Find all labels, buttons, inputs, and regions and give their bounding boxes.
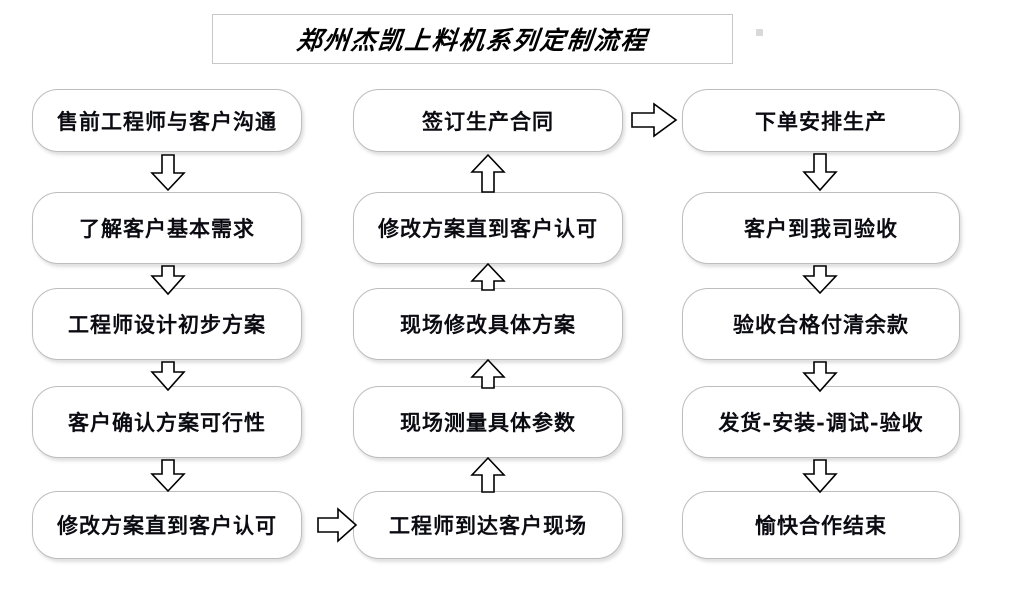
arrow-down-block-icon	[798, 265, 842, 295]
arrow-right-block-icon	[317, 507, 358, 543]
arrow-down-block-icon	[146, 154, 190, 192]
arrow-down-block-icon	[798, 153, 842, 192]
node-col3-step1[interactable]: 下单安排生产	[682, 89, 960, 152]
node-col2-step3[interactable]: 现场修改具体方案	[353, 288, 623, 360]
arrow-right-block-icon	[631, 102, 678, 138]
node-label: 客户确认方案可行性	[68, 410, 266, 435]
node-label: 现场修改具体方案	[400, 312, 576, 337]
node-label: 签订生产合同	[422, 108, 554, 134]
arrow-up-block-icon	[466, 153, 510, 193]
arrow-down-block-icon	[798, 459, 842, 494]
node-label: 工程师设计初步方案	[68, 312, 266, 337]
node-label: 现场测量具体参数	[400, 410, 576, 435]
node-col1-step4[interactable]: 客户确认方案可行性	[32, 386, 302, 458]
node-col1-step5[interactable]: 修改方案直到客户认可	[32, 491, 302, 559]
arrow-up-block-icon	[466, 358, 510, 389]
node-col1-step1[interactable]: 售前工程师与客户沟通	[32, 89, 302, 152]
node-label: 验收合格付清余款	[733, 312, 909, 337]
node-col2-step1[interactable]: 签订生产合同	[353, 89, 623, 152]
arrow-down-block-icon	[798, 361, 842, 393]
node-label: 修改方案直到客户认可	[378, 216, 598, 241]
title-artifact-mark	[756, 29, 763, 36]
node-col2-step2[interactable]: 修改方案直到客户认可	[353, 192, 623, 264]
chart-title-text: 郑州杰凯上料机系列定制流程	[295, 26, 650, 55]
node-label: 客户到我司验收	[744, 216, 898, 241]
arrow-up-block-icon	[466, 262, 510, 291]
node-col1-step2[interactable]: 了解客户基本需求	[32, 192, 302, 264]
arrow-down-block-icon	[146, 361, 190, 398]
node-col2-step5[interactable]: 工程师到达客户现场	[353, 491, 623, 559]
node-label: 下单安排生产	[755, 108, 887, 134]
arrow-up-block-icon	[466, 456, 510, 493]
node-col3-step5[interactable]: 愉快合作结束	[682, 491, 960, 559]
chart-title-box: 郑州杰凯上料机系列定制流程	[212, 14, 733, 64]
node-col3-step4[interactable]: 发货-安装-调试-验收	[682, 386, 960, 458]
node-col1-step3[interactable]: 工程师设计初步方案	[32, 288, 302, 360]
node-label: 了解客户基本需求	[79, 216, 255, 241]
node-label: 售前工程师与客户沟通	[57, 108, 277, 134]
node-label: 修改方案直到客户认可	[57, 513, 277, 538]
node-label: 愉快合作结束	[755, 513, 887, 538]
node-col2-step4[interactable]: 现场测量具体参数	[353, 386, 623, 458]
arrow-down-block-icon	[146, 265, 190, 302]
node-label: 发货-安装-调试-验收	[718, 410, 924, 435]
node-col3-step2[interactable]: 客户到我司验收	[682, 192, 960, 264]
node-label: 工程师到达客户现场	[389, 513, 587, 538]
arrow-down-block-icon	[146, 459, 190, 496]
node-col3-step3[interactable]: 验收合格付清余款	[682, 288, 960, 360]
